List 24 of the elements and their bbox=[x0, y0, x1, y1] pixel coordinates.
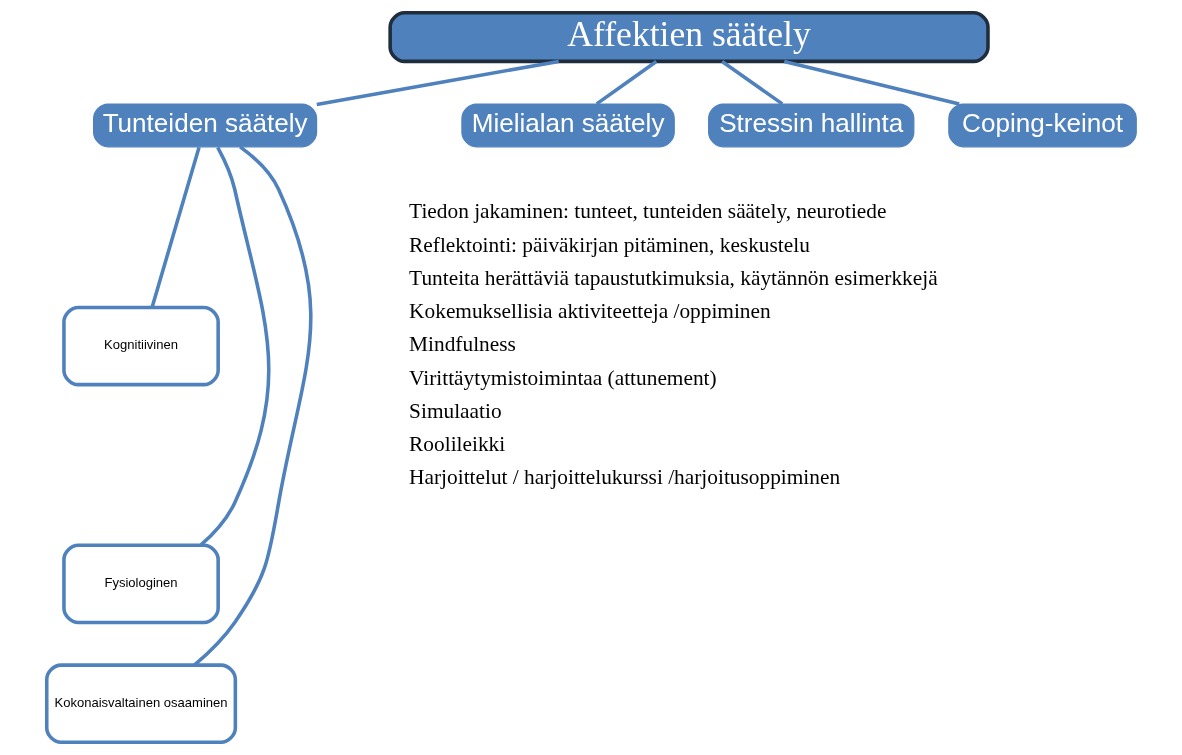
node-box: Kokonaisvaltainen osaaminen bbox=[44, 663, 237, 745]
node-box: Stressin hallinta bbox=[707, 103, 914, 148]
label: Kokemuksellisia aktiviteetteja /oppiminen bbox=[408, 299, 771, 324]
connector bbox=[199, 146, 271, 547]
connector bbox=[720, 60, 783, 106]
node-box: Tunteiden säätely bbox=[92, 103, 317, 148]
node-box: Kognitiivinen bbox=[61, 305, 220, 387]
connector bbox=[595, 60, 657, 106]
connector bbox=[192, 145, 312, 667]
node-box: Fysiologinen bbox=[61, 543, 220, 625]
node-box: Mielialan säätely bbox=[460, 103, 675, 148]
connector bbox=[315, 59, 559, 107]
label: Tunteita herättäviä tapaustutkimuksia, käytännön esimerkkejä bbox=[408, 265, 938, 290]
node-box: Coping-keinot bbox=[947, 103, 1137, 148]
label: Roolileikki bbox=[408, 431, 505, 456]
label: Mindfulness bbox=[408, 332, 516, 357]
node-box: Affektien säätely bbox=[387, 10, 990, 64]
label: Reflektointi: päiväkirjan pitäminen, keskustelu bbox=[408, 232, 810, 257]
label: Harjoittelut / harjoittelukurssi /harjoitusoppiminen bbox=[408, 465, 840, 490]
label: Simulaatio bbox=[408, 398, 502, 423]
connector bbox=[149, 146, 201, 308]
connector bbox=[783, 59, 960, 106]
label: Tiedon jakaminen: tunteet, tunteiden säätely, neurotiede bbox=[408, 199, 886, 224]
label: Virittäytymistoimintaa (attunement) bbox=[408, 365, 717, 390]
